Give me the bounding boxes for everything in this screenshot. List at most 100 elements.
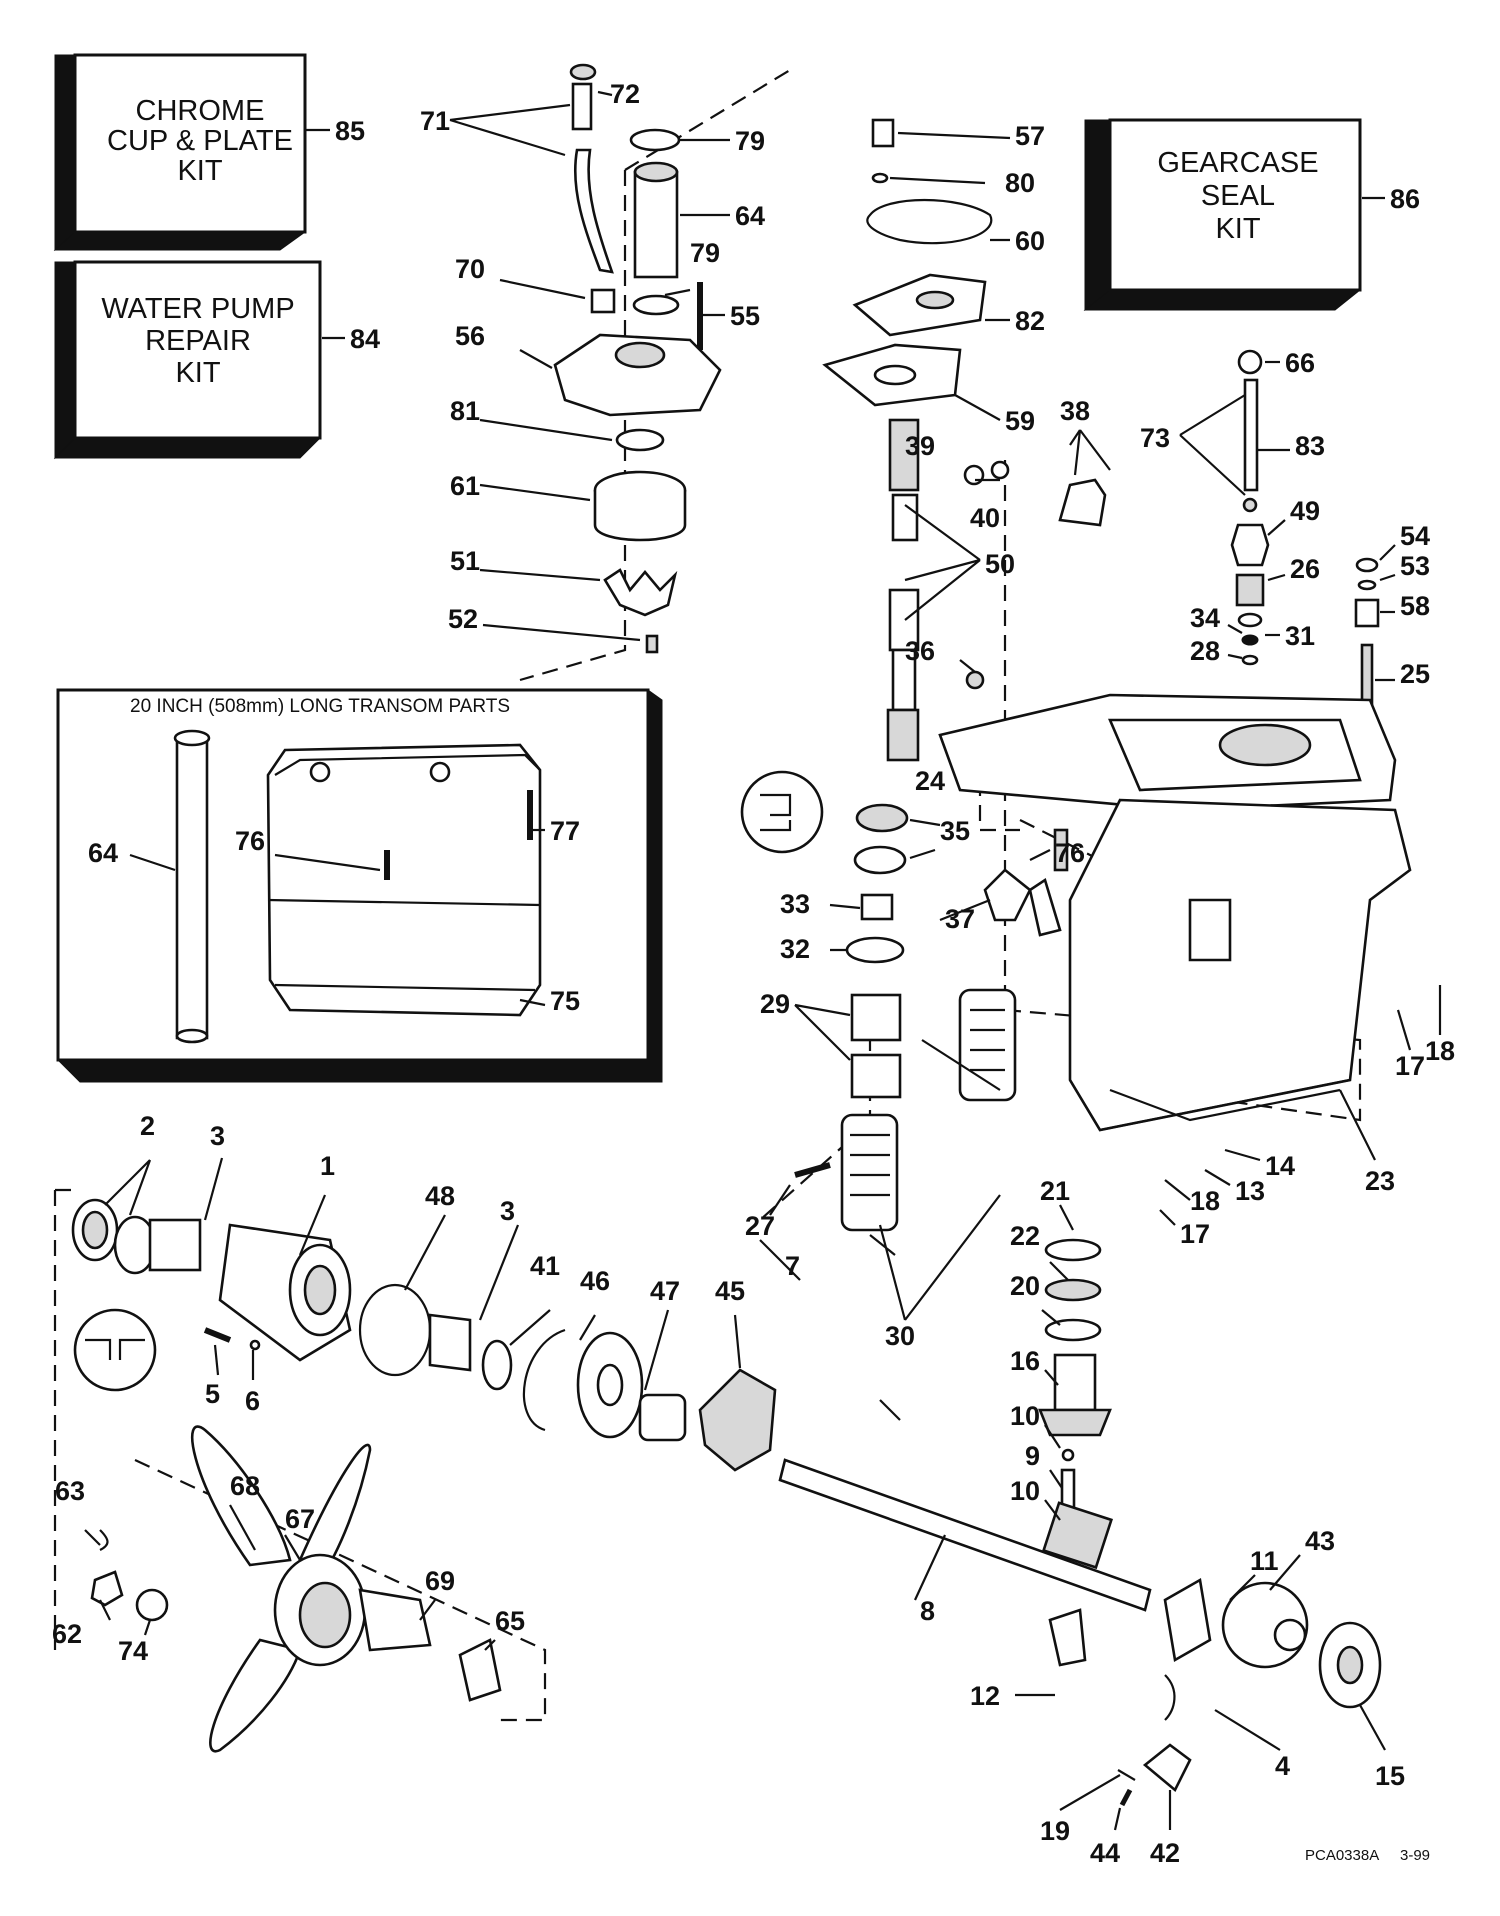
label-20: 20 — [1010, 1271, 1040, 1301]
label-22: 22 — [1010, 1221, 1040, 1251]
label-44: 44 — [1090, 1838, 1120, 1868]
label-51: 51 — [450, 546, 480, 576]
label-6: 6 — [245, 1386, 260, 1416]
label-13: 13 — [1235, 1176, 1265, 1206]
label-79: 79 — [735, 126, 765, 156]
label-38: 38 — [1060, 396, 1090, 426]
label-3: 3 — [210, 1121, 225, 1151]
label-43: 43 — [1305, 1526, 1335, 1556]
label-69: 69 — [425, 1566, 455, 1596]
label-5: 5 — [205, 1379, 220, 1409]
label-40: 40 — [970, 503, 1000, 533]
dashed-water-pump-outline — [519, 69, 791, 682]
label-18: 18 — [1425, 1036, 1455, 1066]
label-15: 15 — [1375, 1761, 1405, 1791]
label-76-inset: 76 — [235, 826, 265, 856]
label-64: 64 — [735, 201, 765, 231]
label-12: 12 — [970, 1681, 1000, 1711]
label-49: 49 — [1290, 496, 1320, 526]
label-4: 4 — [1275, 1751, 1290, 1781]
label-41: 41 — [530, 1251, 560, 1281]
label-54: 54 — [1400, 521, 1430, 551]
label-45: 45 — [715, 1276, 745, 1306]
label-10: 10 — [1010, 1401, 1040, 1431]
label-47: 47 — [650, 1276, 680, 1306]
chrome-kit-line-1: CHROME — [136, 95, 265, 127]
label-72: 72 — [610, 79, 640, 109]
label-36: 36 — [905, 636, 935, 666]
label-61: 61 — [450, 471, 480, 501]
label-55: 55 — [730, 301, 760, 331]
label-84: 84 — [350, 324, 380, 354]
label-46: 46 — [580, 1266, 610, 1296]
label-28: 28 — [1190, 636, 1220, 666]
label-30: 30 — [885, 1321, 915, 1351]
label-56: 56 — [455, 321, 485, 351]
chrome-kit-line-3: KIT — [177, 155, 222, 187]
label-75: 75 — [550, 986, 580, 1016]
label-81: 81 — [450, 396, 480, 426]
label-85: 85 — [335, 116, 365, 146]
label-48: 48 — [425, 1181, 455, 1211]
label-3b: 3 — [500, 1196, 515, 1226]
label-80: 80 — [1005, 168, 1035, 198]
gearcase-kit-line-2: SEAL — [1201, 180, 1275, 212]
leader-lines — [84, 90, 1442, 1831]
dashed-gearcase-outline — [1003, 460, 1362, 1122]
label-70: 70 — [455, 254, 485, 284]
label-67: 67 — [285, 1504, 315, 1534]
label-1: 1 — [320, 1151, 335, 1181]
label-42: 42 — [1150, 1838, 1180, 1868]
driveshaft-bearings — [740, 770, 1032, 1099]
label-32: 32 — [780, 934, 810, 964]
label-79b: 79 — [690, 238, 720, 268]
label-21: 21 — [1040, 1176, 1070, 1206]
driveshaft — [886, 418, 1107, 762]
label-65: 65 — [495, 1606, 525, 1636]
label-10b: 10 — [1010, 1476, 1040, 1506]
label-8: 8 — [920, 1596, 935, 1626]
chrome-kit-line-2: CUP & PLATE — [107, 125, 293, 157]
label-33: 33 — [780, 889, 810, 919]
label-64-inset: 64 — [88, 838, 118, 868]
label-29: 29 — [760, 989, 790, 1019]
label-26: 26 — [1290, 554, 1320, 584]
long-transom-inset: 20 INCH (508mm) LONG TRANSOM PARTS — [56, 688, 663, 1083]
label-74: 74 — [118, 1636, 148, 1666]
label-53: 53 — [1400, 551, 1430, 581]
label-76: 76 — [1055, 838, 1085, 868]
water-pump-parts — [553, 63, 722, 654]
label-63: 63 — [55, 1476, 85, 1506]
label-17: 17 — [1395, 1051, 1425, 1081]
label-19: 19 — [1040, 1816, 1070, 1846]
label-2: 2 — [140, 1111, 155, 1141]
label-73: 73 — [1140, 423, 1170, 453]
label-77: 77 — [550, 816, 580, 846]
pump-plate-parts — [822, 118, 993, 407]
shift-rod-parts — [1230, 349, 1380, 717]
propeller — [90, 1425, 502, 1753]
diagram-date: 3-99 — [1400, 1847, 1430, 1864]
label-57: 57 — [1015, 121, 1045, 151]
label-83: 83 — [1295, 431, 1325, 461]
label-11: 11 — [1250, 1546, 1279, 1576]
label-7: 7 — [785, 1251, 800, 1281]
label-27: 27 — [745, 1211, 775, 1241]
label-82: 82 — [1015, 306, 1045, 336]
bearing-housing-parts — [71, 1198, 777, 1472]
gearcase-kit-line-1: GEARCASE — [1157, 147, 1318, 179]
label-60: 60 — [1015, 226, 1045, 256]
label-39: 39 — [905, 431, 935, 461]
label-50: 50 — [985, 549, 1015, 579]
water-pump-kit-line-2: REPAIR — [145, 325, 251, 357]
label-9: 9 — [1025, 1441, 1040, 1471]
water-intake-screens — [794, 988, 1017, 1232]
label-62: 62 — [52, 1619, 82, 1649]
pinion-parts — [1038, 1238, 1112, 1532]
